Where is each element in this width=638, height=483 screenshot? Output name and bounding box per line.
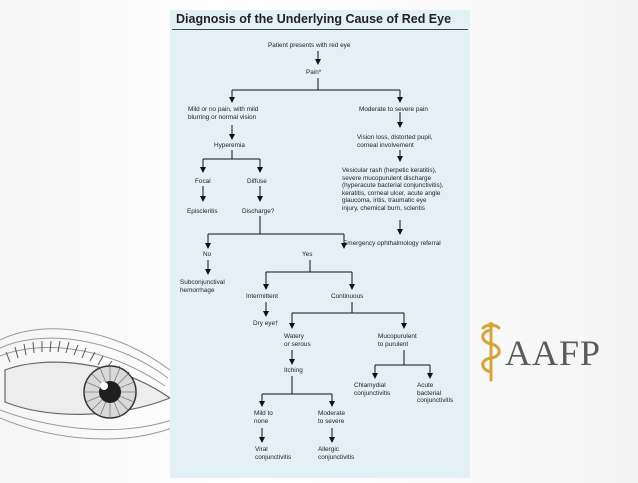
node-watery: Watery or serous <box>284 333 311 348</box>
node-mild-none: Mild to none <box>254 410 273 425</box>
node-severe-list: Vesicular rash (herpetic keratitis), sev… <box>342 167 444 212</box>
node-no: No <box>203 251 212 258</box>
caduceus-icon <box>481 322 501 382</box>
node-allergic: Allergic conjunctivitis <box>318 446 355 461</box>
eye-sketch-icon <box>0 328 173 440</box>
node-moderate-severe: Moderate to severe <box>318 410 345 425</box>
node-start: Patient presents with red eye <box>268 42 351 49</box>
node-moderate-pain: Moderate to severe pain <box>359 106 428 113</box>
node-acute-bacterial: Acute bacterial conjunctivitis <box>417 382 454 405</box>
node-focal: Focal <box>195 178 211 185</box>
node-continuous: Continuous <box>331 293 364 300</box>
node-pain: Pain* <box>306 69 322 76</box>
diagram-title: Diagnosis of the Underlying Cause of Red… <box>176 12 452 26</box>
node-intermittent: Intermittent <box>246 293 278 300</box>
eye-illustration <box>0 300 175 478</box>
node-mucopurulent: Mucopurulent to purulent <box>378 333 417 348</box>
node-hyperemia: Hyperemia <box>214 142 245 149</box>
node-dry-eye: Dry eye† <box>253 320 279 327</box>
node-episcleritis: Episcleritis <box>187 208 218 215</box>
node-discharge: Discharge? <box>242 208 275 215</box>
node-mild-pain: Mild or no pain, with mild blurring or n… <box>188 106 259 121</box>
node-itching: Itching <box>284 367 303 374</box>
title-divider <box>172 29 468 30</box>
node-yes: Yes <box>302 251 313 258</box>
node-chlamydial: Chlamydial conjunctivitis <box>354 382 391 397</box>
node-viral: Viral conjunctivitis <box>255 446 292 461</box>
node-subconjunctival: Subconjunctival hemorrhage <box>180 279 225 294</box>
node-diffuse: Diffuse <box>247 178 267 185</box>
node-vision-loss: Vision loss, distorted pupil, corneal in… <box>357 134 433 149</box>
flowchart-panel <box>170 10 470 478</box>
aafp-logo <box>475 320 625 390</box>
aafp-wordmark: AAFP <box>505 333 602 373</box>
node-emergency: Emergency ophthalmology referral <box>343 240 441 247</box>
